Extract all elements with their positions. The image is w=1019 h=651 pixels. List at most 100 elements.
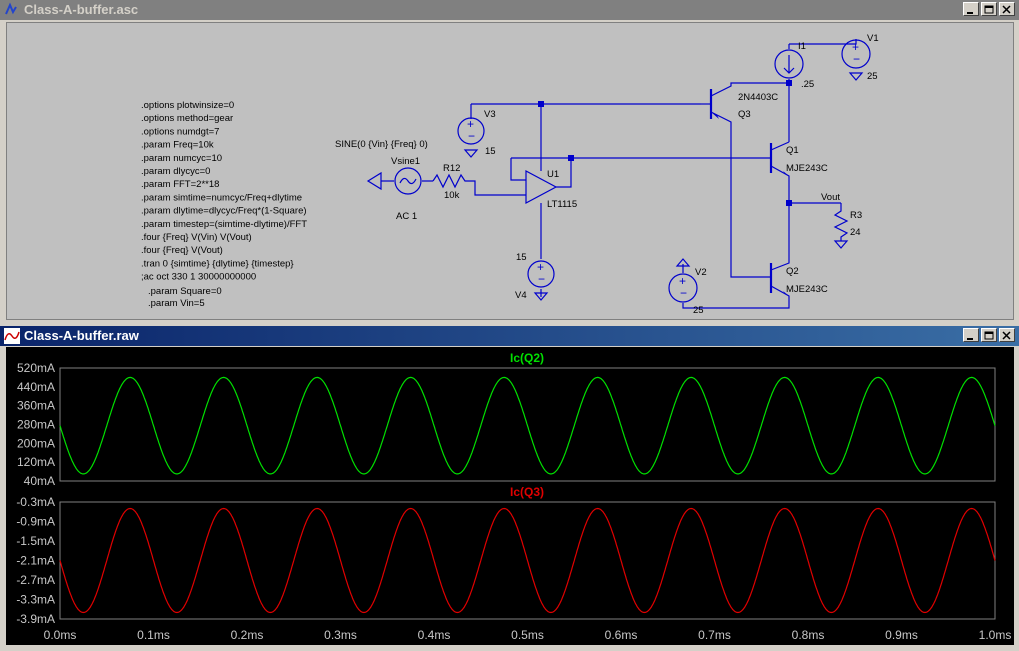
maximize-button[interactable]: [981, 2, 997, 16]
pane1-ytick-label: 200mA: [17, 436, 55, 450]
pane2-ytick-label: -0.9mA: [16, 515, 55, 529]
r12-value[interactable]: 10k: [444, 190, 460, 201]
pane1-ytick-label: 40mA: [24, 474, 55, 488]
v4-name[interactable]: V4: [515, 290, 527, 301]
i1-value[interactable]: .25: [801, 79, 814, 90]
svg-text:+: +: [852, 40, 859, 54]
v1-name[interactable]: V1: [867, 33, 879, 44]
pane1-ytick-label: 440mA: [17, 380, 55, 394]
spice-directives[interactable]: .options plotwinsize=0.options method=ge…: [141, 100, 307, 283]
trace-label-ic-q2[interactable]: Ic(Q2): [510, 351, 544, 365]
spice-directive-line: .param Freq=10k: [141, 140, 214, 151]
v4-value[interactable]: 15: [516, 252, 527, 263]
svg-text:−: −: [680, 286, 687, 300]
plot-title: Class-A-buffer.raw: [24, 328, 139, 343]
ltspice-schematic-icon: [5, 2, 17, 15]
ic-q2-trace[interactable]: [59, 376, 996, 475]
spice-params-extra[interactable]: .param Square=0.param Vin=5: [148, 286, 222, 309]
svg-text:+: +: [537, 260, 544, 274]
spice-directive-line: ;ac oct 330 1 30000000000: [141, 272, 256, 283]
pane2-ytick-label: -0.3mA: [16, 495, 55, 509]
q1-part[interactable]: MJE243C: [786, 163, 828, 174]
pane2-ytick-label: -2.7mA: [16, 573, 55, 587]
spice-directive-line: .param FFT=2**18: [141, 179, 219, 190]
xtick-label: 0.5ms: [511, 628, 544, 642]
plot-titlebar[interactable]: Class-A-buffer.raw: [0, 326, 1019, 346]
xtick-label: 0.6ms: [605, 628, 638, 642]
pane1-ytick-label: 280mA: [17, 418, 55, 432]
r3-value[interactable]: 24: [850, 227, 861, 238]
maximize-button[interactable]: [981, 328, 997, 342]
ic-q3-trace[interactable]: [59, 507, 996, 614]
svg-text:−: −: [538, 272, 545, 286]
xtick-label: 0.9ms: [885, 628, 918, 642]
plot-canvas[interactable]: Ic(Q2) Ic(Q3) 520mA 440mA 360mA 280mA 200mA 1…: [6, 347, 1014, 645]
v1-value[interactable]: 25: [867, 71, 878, 82]
q3-part[interactable]: 2N4403C: [738, 92, 778, 103]
svg-text:−: −: [853, 52, 860, 66]
xtick-label: 0.4ms: [418, 628, 451, 642]
i1-name[interactable]: I1: [798, 41, 806, 52]
xtick-label: 0.1ms: [137, 628, 170, 642]
u1-name[interactable]: U1: [547, 169, 559, 180]
xtick-label: 0.0ms: [44, 628, 77, 642]
r3-name[interactable]: R3: [850, 210, 862, 221]
pane2-ytick-label: -3.3mA: [16, 593, 55, 607]
svg-text:+: +: [679, 274, 686, 288]
spice-directive-line: .four {Freq} V(Vin) V(Vout): [141, 232, 252, 243]
sine-spec[interactable]: SINE(0 {Vin} {Freq} 0): [335, 139, 428, 150]
vsine-name[interactable]: Vsine1: [391, 156, 420, 167]
pane1-ytick-label: 120mA: [17, 455, 55, 469]
xtick-label: 1.0ms: [979, 628, 1012, 642]
vout-label[interactable]: Vout: [821, 192, 840, 203]
pane2-ytick-label: -3.9mA: [16, 612, 55, 626]
spice-directive-line: .param dlycyc=0: [141, 166, 210, 177]
trace-label-ic-q3[interactable]: Ic(Q3): [510, 485, 544, 499]
close-button[interactable]: [999, 328, 1015, 342]
spice-param-line: .param Square=0: [148, 286, 222, 297]
schematic-canvas[interactable]: .options plotwinsize=0.options method=ge…: [6, 22, 1014, 320]
maximize-icon: [984, 5, 994, 14]
v3-value[interactable]: 15: [485, 146, 496, 157]
pane2-ytick-label: -2.1mA: [16, 554, 55, 568]
schematic-title: Class-A-buffer.asc: [24, 2, 139, 17]
svg-text:+: +: [467, 117, 474, 131]
minimize-icon: [967, 338, 973, 340]
spice-directive-line: .four {Freq} V(Vout): [141, 245, 223, 256]
spice-directive-line: .param simtime=numcyc/Freq+dlytime: [141, 192, 302, 203]
spice-directive-line: .options numdgt=7: [141, 126, 219, 137]
xtick-label: 0.8ms: [792, 628, 825, 642]
pane1-ytick-label: 520mA: [17, 361, 55, 375]
minimize-button[interactable]: [963, 328, 979, 342]
q2-part[interactable]: MJE243C: [786, 284, 828, 295]
maximize-icon: [984, 331, 994, 340]
pane2-ytick-label: -1.5mA: [16, 534, 55, 548]
v2-value[interactable]: 25: [693, 305, 704, 316]
close-icon: [1002, 5, 1011, 14]
minimize-icon: [967, 12, 973, 14]
spice-directive-line: .param timestep=(simtime-dlytime)/FFT: [141, 219, 307, 230]
spice-directive-line: .param dlytime=dlycyc/Freq*(1-Square): [141, 206, 307, 217]
minimize-button[interactable]: [963, 2, 979, 16]
spice-param-line: .param Vin=5: [148, 298, 205, 309]
close-button[interactable]: [999, 2, 1015, 16]
r12-name[interactable]: R12: [443, 163, 460, 174]
schematic-titlebar[interactable]: Class-A-buffer.asc: [0, 0, 1019, 20]
waveform-icon: [4, 328, 20, 344]
v3-name[interactable]: V3: [484, 109, 496, 120]
u1-part[interactable]: LT1115: [547, 199, 577, 210]
q3-name[interactable]: Q3: [738, 109, 751, 120]
v2-name[interactable]: V2: [695, 267, 707, 278]
spice-directive-line: .tran 0 {simtime} {dlytime} {timestep}: [141, 258, 294, 269]
pane1-ytick-label: 360mA: [17, 399, 55, 413]
vsine-ac[interactable]: AC 1: [396, 211, 417, 222]
xtick-label: 0.7ms: [698, 628, 731, 642]
close-icon: [1002, 331, 1011, 340]
xtick-label: 0.3ms: [324, 628, 357, 642]
spice-directive-line: .options plotwinsize=0: [141, 100, 234, 111]
xtick-label: 0.2ms: [231, 628, 264, 642]
q1-name[interactable]: Q1: [786, 145, 799, 156]
q2-name[interactable]: Q2: [786, 266, 799, 277]
svg-text:−: −: [468, 129, 475, 143]
spice-directive-line: .param numcyc=10: [141, 153, 222, 164]
